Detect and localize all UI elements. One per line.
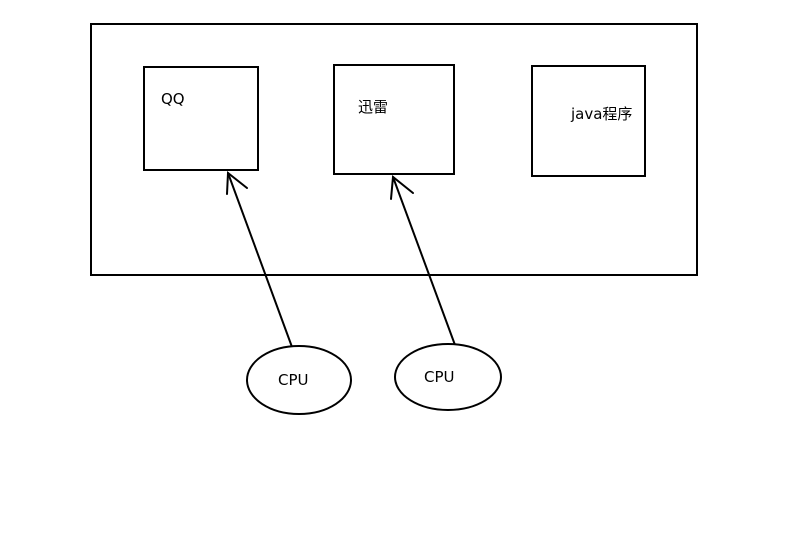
program-xunlei-box	[333, 64, 455, 175]
cpu-2-label: CPU	[424, 368, 455, 386]
cpu-2: CPU	[394, 343, 502, 411]
arrow-cpu2-to-xunlei	[390, 175, 456, 346]
program-xunlei: 迅雷	[333, 64, 455, 175]
arrow-cpu1-head	[226, 171, 248, 195]
arrow-cpu2-head	[390, 175, 414, 200]
arrow-cpu1-shaft	[227, 172, 293, 348]
program-java-box	[531, 65, 646, 177]
cpu-1-ellipse	[246, 345, 352, 415]
program-qq-label: QQ	[161, 90, 185, 108]
cpu-2-ellipse	[394, 343, 502, 411]
arrow-cpu1-to-qq	[226, 171, 293, 348]
arrow-cpu2-shaft	[392, 176, 456, 346]
program-java-label: java程序	[570, 105, 632, 123]
program-java: java程序	[531, 65, 646, 177]
cpu-1-label: CPU	[278, 371, 309, 389]
program-xunlei-label: 迅雷	[358, 98, 388, 116]
cpu-1: CPU	[246, 345, 352, 415]
program-qq-box	[143, 66, 259, 171]
program-qq: QQ	[143, 66, 259, 171]
